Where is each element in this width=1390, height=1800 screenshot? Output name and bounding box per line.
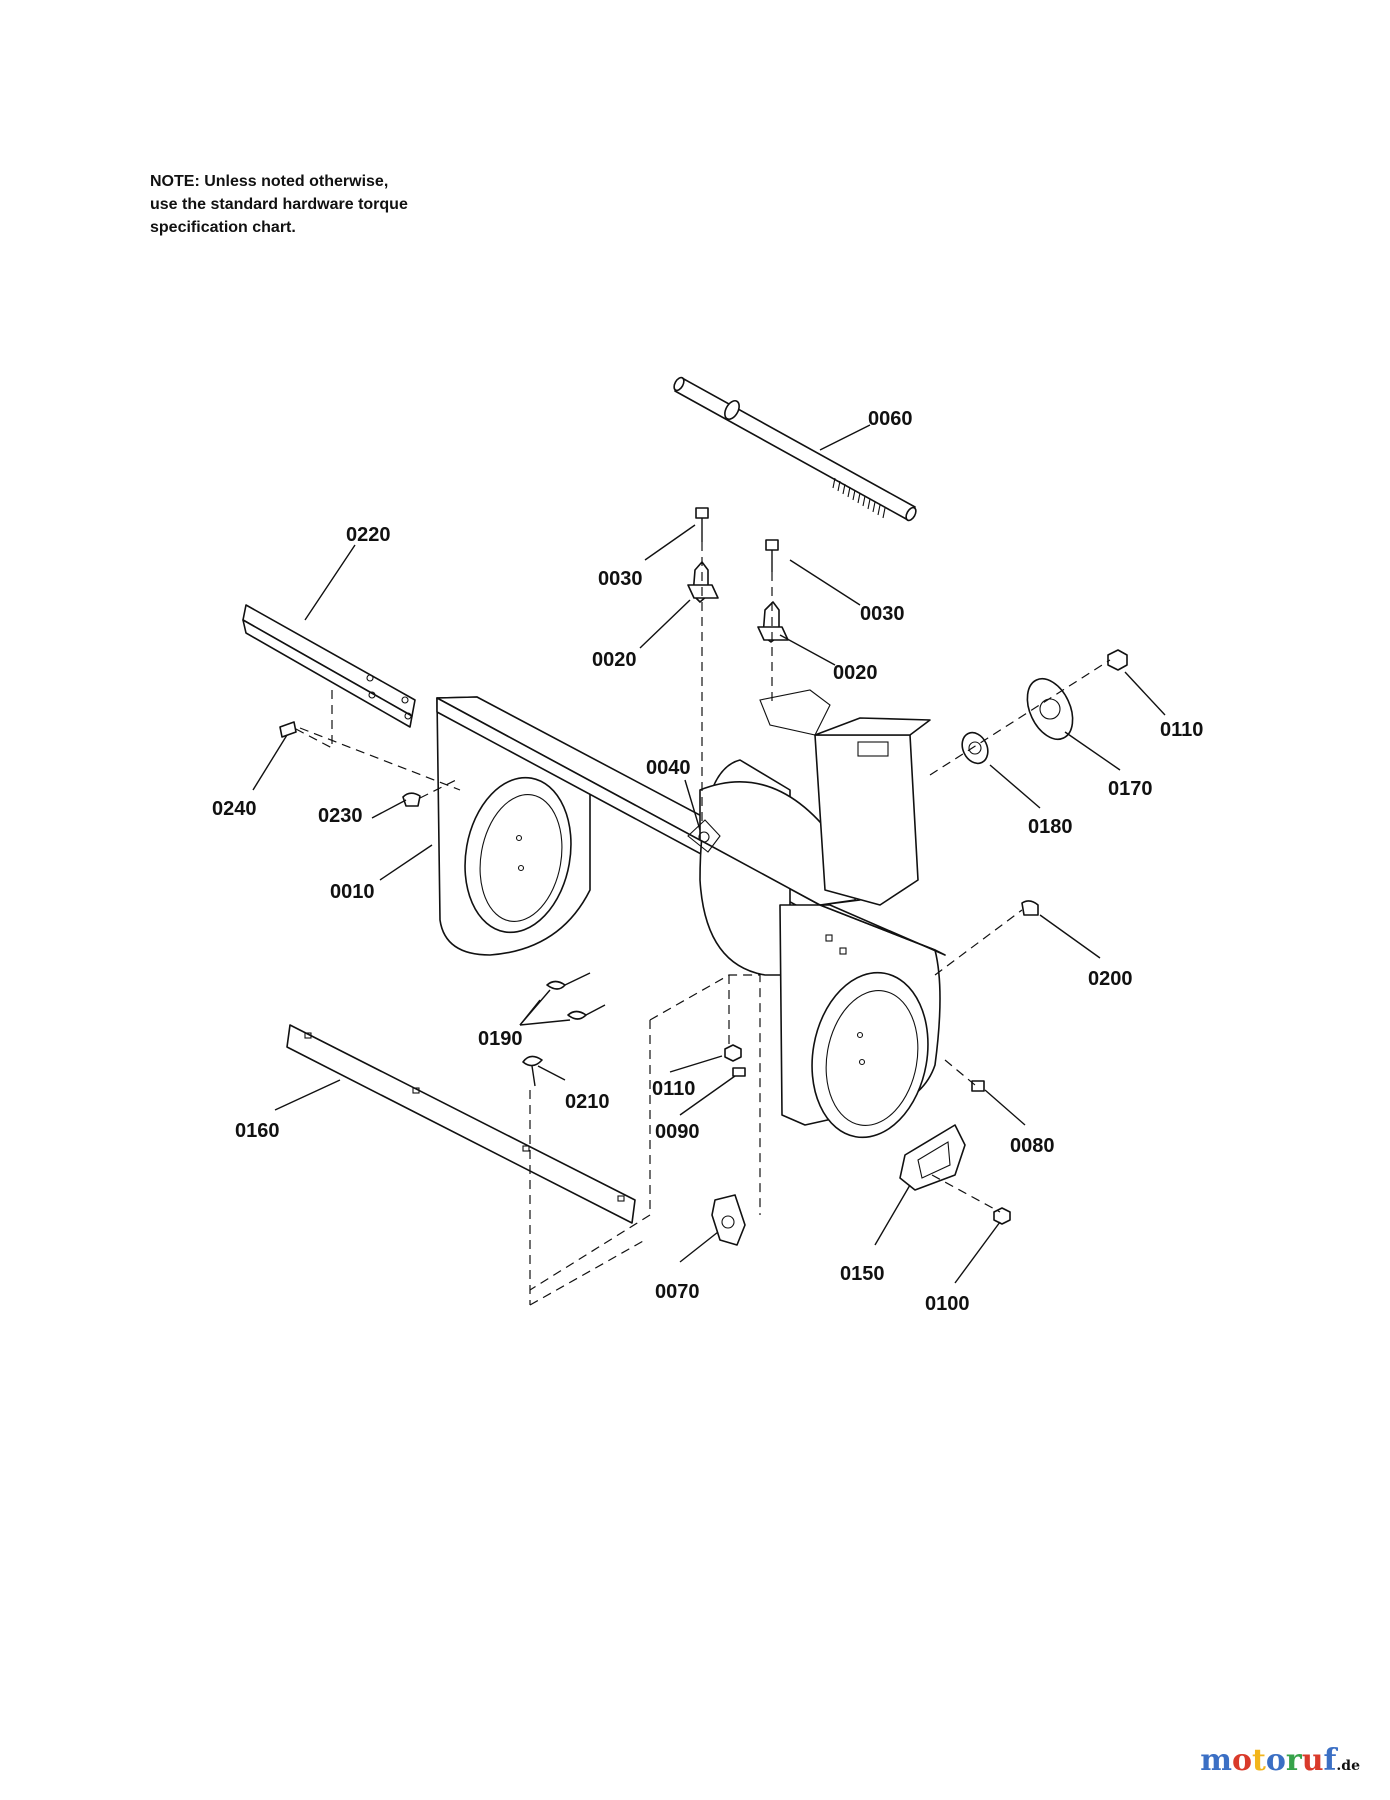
callout-0220: 0220 (346, 524, 391, 546)
watermark-letter: o (1232, 1743, 1253, 1778)
leader-lines (252, 424, 1166, 1284)
skid-shoe-0150 (899, 1124, 966, 1191)
watermark-letter: f (1323, 1743, 1337, 1778)
auger-housing-0010 (436, 689, 946, 1139)
callout-0070: 0070 (655, 1281, 700, 1303)
callout-0110-bottom: 0110 (652, 1078, 695, 1100)
bearing-stack (961, 649, 1128, 765)
assembly-lines (293, 542, 1111, 1306)
callout-0200: 0200 (1088, 968, 1133, 990)
callout-0110-top: 0110 (1160, 719, 1203, 741)
callout-0080: 0080 (1010, 1135, 1055, 1157)
callout-labels: 0060 0220 0030 0030 0020 0020 0110 0170 … (212, 408, 1203, 1315)
callout-0030-left: 0030 (598, 568, 643, 590)
callout-0060: 0060 (868, 408, 913, 430)
callout-0210: 0210 (565, 1091, 610, 1113)
watermark-tld: .de (1336, 1758, 1360, 1774)
callout-0030-right: 0030 (860, 603, 905, 625)
torque-note: NOTE: Unless noted otherwise, use the st… (150, 173, 408, 236)
callout-0090: 0090 (655, 1121, 700, 1143)
auger-shaft-0060 (673, 376, 917, 522)
watermark-letter: t (1252, 1743, 1266, 1778)
clips-and-bolts (687, 507, 789, 643)
callout-0020-right: 0020 (833, 662, 878, 684)
scraper-bar-0220 (242, 604, 416, 728)
callout-0180: 0180 (1028, 816, 1073, 838)
watermark-letter: r (1285, 1743, 1302, 1778)
bracket-0070 (711, 1194, 746, 1246)
watermark-letters: motoruf (1200, 1743, 1336, 1778)
watermark-letter: m (1200, 1743, 1232, 1778)
callout-0240: 0240 (212, 798, 257, 820)
small-hardware (279, 721, 1039, 1225)
callout-0190: 0190 (478, 1028, 523, 1050)
callout-0170: 0170 (1108, 778, 1153, 800)
callout-0010: 0010 (330, 881, 375, 903)
callout-0150: 0150 (840, 1263, 885, 1285)
motoruf-watermark-logo: motoruf.de (1200, 1743, 1360, 1778)
callout-0020-left: 0020 (592, 649, 637, 671)
callout-0160: 0160 (235, 1120, 280, 1142)
watermark-letter: o (1265, 1743, 1286, 1778)
callout-0100: 0100 (925, 1293, 970, 1315)
watermark-letter: u (1301, 1743, 1324, 1778)
callout-0040: 0040 (646, 757, 691, 779)
shave-plate-0160 (286, 1024, 636, 1224)
callout-0230: 0230 (318, 805, 363, 827)
